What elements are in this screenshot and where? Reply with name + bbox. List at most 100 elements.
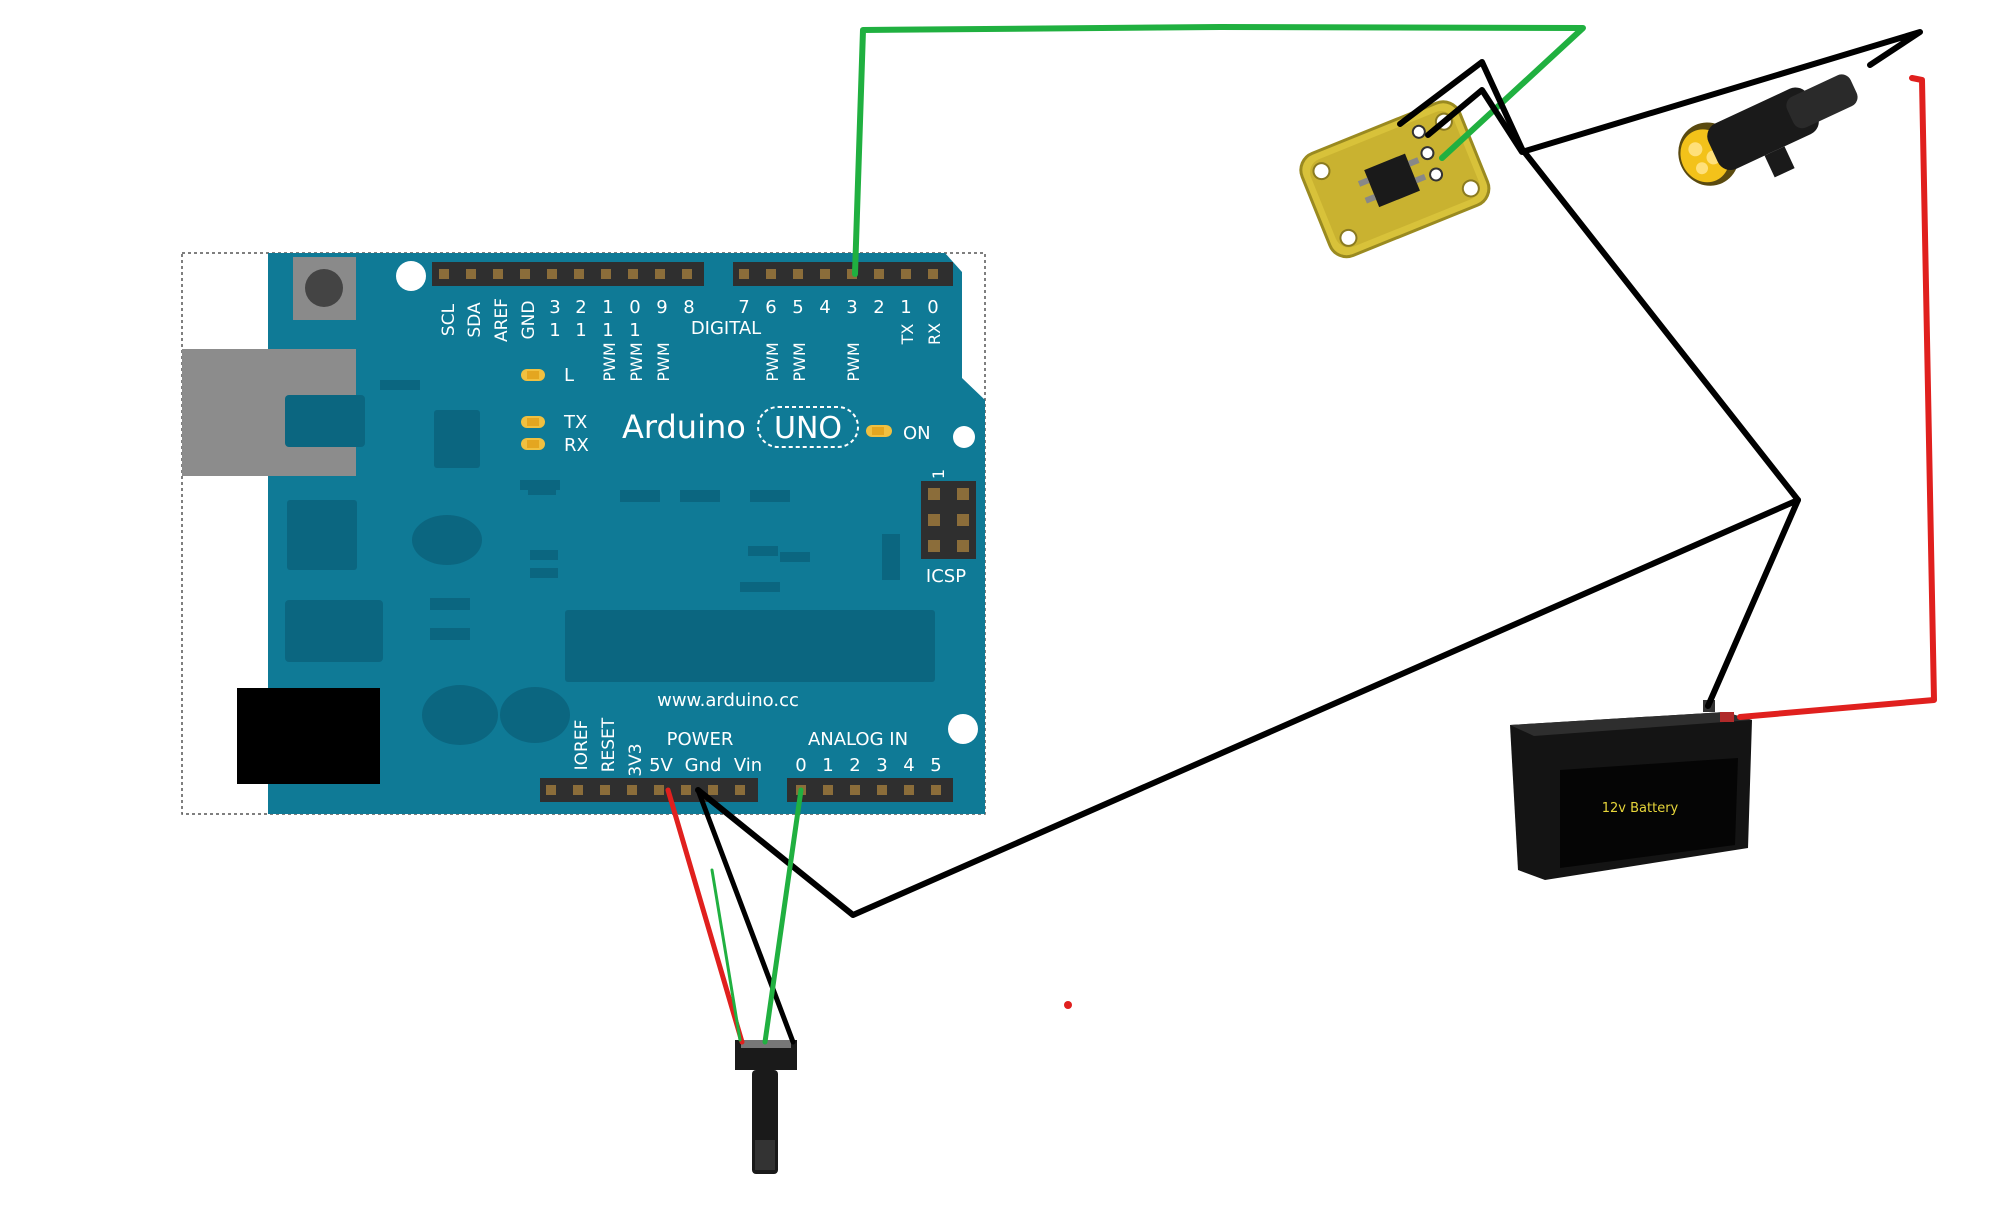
pin-label-a4: 4 [903, 755, 914, 776]
led-rx [521, 438, 545, 450]
header-pin [655, 269, 665, 279]
wire-black-gnd-run [695, 59, 1801, 918]
pin-label-aref: AREF [492, 298, 512, 342]
header-pin [628, 269, 638, 279]
pwm-label-11: PWM [600, 342, 619, 381]
digital-header-label: DIGITAL [691, 318, 761, 339]
header-pin [928, 269, 938, 279]
pin-label-10-bottom: 1 [629, 320, 640, 341]
wire-black-sensor-to-lamp [1425, 29, 1923, 155]
mounting-hole [948, 714, 978, 744]
led-rx-label: RX [564, 435, 589, 456]
header-pin [708, 785, 718, 795]
pin-label-0: 0 [927, 297, 938, 318]
pin-label-a1: 1 [822, 755, 833, 776]
battery-terminal-pos [1720, 712, 1734, 722]
icsp-header [921, 481, 976, 559]
mounting-hole [953, 426, 975, 448]
potentiometer [735, 1040, 797, 1174]
pin-label-sda: SDA [465, 302, 485, 338]
lamp [1678, 74, 1858, 186]
wire-black-junction-to-battery [1705, 497, 1801, 709]
board-website: www.arduino.cc [657, 690, 799, 711]
led-tx-label: TX [563, 412, 587, 433]
pin-label-gnd: GND [519, 301, 539, 340]
board-components [285, 380, 935, 745]
pin-label-a2: 2 [849, 755, 860, 776]
pin-label-13-top: 3 [549, 297, 560, 318]
pin-label-9: 9 [656, 297, 667, 318]
pin-label-8: 8 [683, 297, 694, 318]
wires [665, 24, 1937, 1045]
pin-label-reset: RESET [599, 717, 619, 772]
pwm-label-3: PWM [844, 342, 863, 381]
header-pin [823, 785, 833, 795]
pin-label-a5: 5 [930, 755, 941, 776]
reset-button [293, 257, 356, 320]
pin-label-3: 3 [846, 297, 857, 318]
pwm-label-9: PWM [654, 342, 673, 381]
analog-header-label: ANALOG IN [808, 729, 908, 750]
icsp-pin1-label: 1 [929, 469, 948, 479]
arduino-uno-board: ICSP 1 L TX RX ON Arduino UNO www.arduin… [181, 252, 986, 815]
battery: 12v Battery [1510, 700, 1752, 880]
pin-label-ioref: IOREF [572, 720, 592, 771]
wire-red-5v-to-pot [665, 787, 745, 1045]
led-l [521, 369, 545, 381]
pin-label-5: 5 [792, 297, 803, 318]
wire-green-a0-to-pot [762, 787, 804, 1045]
wire-green-digital3-to-sensor [852, 24, 1586, 277]
board-brand-name: Arduino [622, 408, 746, 446]
header-pin [766, 269, 776, 279]
rx-pin-label: RX [925, 323, 944, 345]
header-pin [681, 785, 691, 795]
header-pin [735, 785, 745, 795]
tx-pin-label: TX [898, 324, 917, 346]
pin-label-a0: 0 [795, 755, 806, 776]
header-pin [850, 785, 860, 795]
header-pin [439, 269, 449, 279]
pin-label-scl: SCL [439, 303, 459, 336]
digital-pin-labels-high: 3 1 2 1 1 1 0 1 9 8 [549, 297, 694, 341]
wire-green-pot-overlay [710, 868, 742, 1042]
header-pin [682, 269, 692, 279]
pin-label-2: 2 [873, 297, 884, 318]
header-pin [793, 269, 803, 279]
led-tx [521, 416, 545, 428]
pwm-label-6: PWM [763, 342, 782, 381]
pwm-label-5: PWM [790, 342, 809, 381]
header-pin [877, 785, 887, 795]
icsp-label: ICSP [926, 566, 966, 587]
sensor-module [1299, 100, 1491, 259]
header-pin [493, 269, 503, 279]
analog-header [787, 778, 953, 802]
led-on [866, 425, 892, 437]
mounting-hole [396, 261, 426, 291]
header-pin [820, 269, 830, 279]
stray-dot [1064, 1001, 1072, 1009]
wire-red-lamp-to-battery [1737, 75, 1937, 720]
uno-badge-outline [757, 406, 859, 448]
pin-label-12-bottom: 1 [575, 320, 586, 341]
header-pin [904, 785, 914, 795]
header-pin [931, 785, 941, 795]
pin-label-12-top: 2 [575, 297, 586, 318]
header-pin [601, 269, 611, 279]
header-pin [466, 269, 476, 279]
power-header-label: POWER [667, 729, 734, 750]
power-header [540, 778, 758, 802]
header-pin [574, 269, 584, 279]
pin-label-11-top: 1 [602, 297, 613, 318]
pin-label-7: 7 [738, 297, 749, 318]
pin-label-4: 4 [819, 297, 830, 318]
header-pin [546, 785, 556, 795]
power-jack [237, 688, 380, 784]
led-l-label: L [564, 365, 574, 386]
pin-label-3v3: 3V3 [626, 743, 646, 776]
wire-black-gnd-to-pot [695, 787, 796, 1045]
pin-label-1: 1 [900, 297, 911, 318]
pin-label-11-bottom: 1 [602, 320, 613, 341]
digital-pin-labels-low: 7 6 5 4 3 2 1 0 [738, 297, 938, 318]
header-pin [520, 269, 530, 279]
pin-label-13-bottom: 1 [549, 320, 560, 341]
